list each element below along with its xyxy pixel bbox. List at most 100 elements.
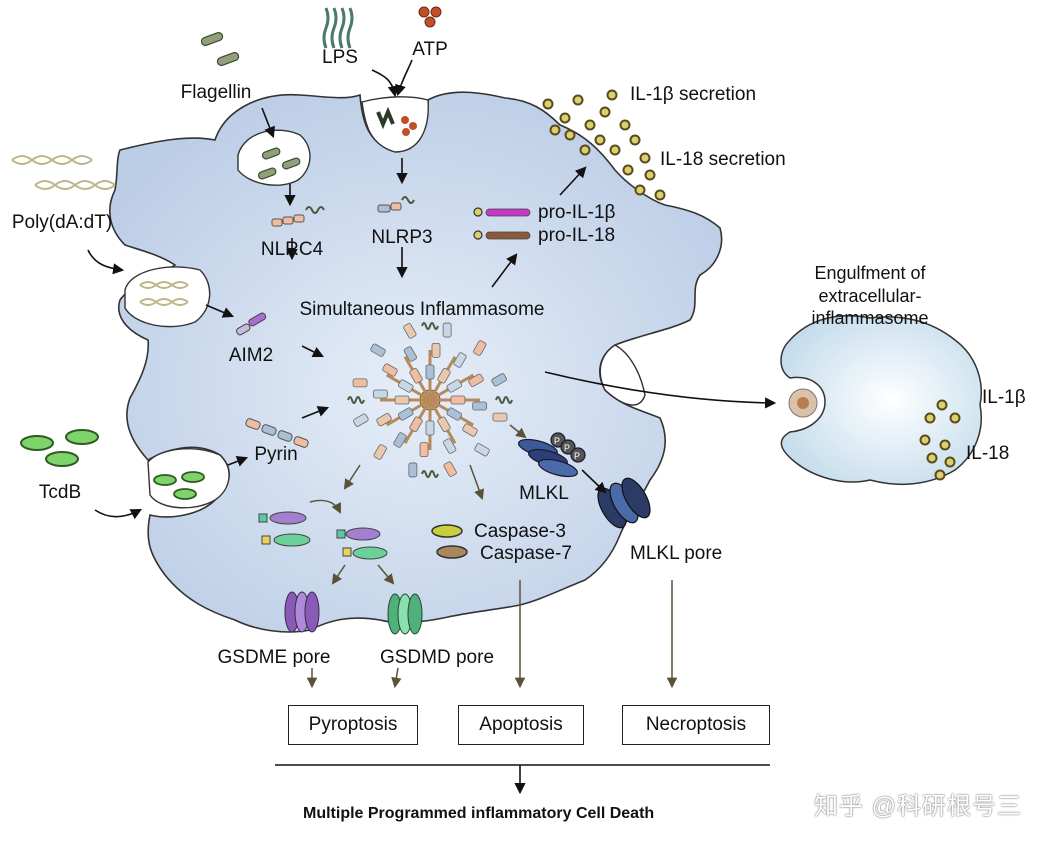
mlkl-phospho-label-3: P (574, 451, 580, 461)
engulfed-inflammasome (788, 388, 818, 418)
cytokine-bead (949, 412, 961, 424)
cytokine-bead (926, 452, 938, 464)
inflammasome-complex (347, 322, 513, 478)
inflammasome-subunit (393, 432, 407, 448)
secreted-cytokine-beads (542, 89, 961, 481)
label-atp: ATP (412, 39, 448, 60)
cytokine-bead (606, 89, 618, 101)
final-outcome-label: Multiple Programmed inflammatory Cell De… (303, 805, 655, 822)
inflammasome-subunit (468, 373, 484, 387)
cytokine-bead (629, 134, 641, 146)
inflammasome-subunit (425, 364, 435, 380)
inflammasome-subunit (398, 407, 414, 421)
cytokine-bead (619, 119, 631, 131)
mlkl-phospho-label-1: P (554, 436, 560, 446)
label-simultaneous-inflammasome: Simultaneous Inflammasome (299, 299, 545, 320)
pro-il18-glyph (473, 230, 531, 240)
inflammasome-subunit (408, 462, 418, 478)
gsdmd-pore-glyph (387, 593, 423, 635)
label-flagellin: Flagellin (180, 82, 252, 103)
cytokine-bead (572, 94, 584, 106)
black-arrows (87, 59, 777, 795)
mlkl-phospho-label-2: P (564, 443, 570, 453)
label-pro-il18: pro-IL-18 (538, 225, 616, 246)
cytokine-bead (564, 129, 576, 141)
lps-internal (376, 106, 417, 136)
engulfment-title: Engulfment of extracellular- inflammasom… (781, 262, 959, 330)
cytokine-bead (939, 439, 951, 451)
mlkl-pore-glyph (597, 477, 651, 529)
cytokine-bead (594, 134, 606, 146)
cytokine-bead (644, 169, 656, 181)
tcdb-internal (153, 471, 205, 500)
inflammasome-subunit (376, 413, 392, 427)
inflammasome-subunit (446, 379, 462, 393)
cytokine-bead (919, 434, 931, 446)
label-gsdmd-pore: GSDMD pore (379, 647, 495, 668)
label-aim2: AIM2 (228, 345, 274, 366)
inflammasome-subunit (382, 363, 398, 377)
lps-glyph (322, 7, 354, 49)
label-gsdme-pore: GSDME pore (217, 647, 331, 668)
inflammasome-subunit (437, 368, 451, 384)
inflammasome-subunit (492, 412, 508, 422)
inflammasome-subunit (462, 423, 478, 437)
cytokine-bead (936, 399, 948, 411)
cytokine-bead (579, 144, 591, 156)
label-tcdb: TcdB (38, 482, 82, 503)
nlrp3-glyph (377, 196, 415, 213)
cytokine-bead (934, 469, 946, 481)
inflammasome-subunit (403, 346, 417, 362)
label-nlrc4: NLRC4 (260, 239, 324, 260)
inflammasome-subunit (370, 343, 386, 357)
caspase-glyphs (431, 524, 468, 559)
cytokine-bead (622, 164, 634, 176)
inflammasome-coil (495, 396, 513, 404)
inflammasome-subunit (446, 407, 462, 421)
cytokine-bead (559, 112, 571, 124)
inflammasome-subunit (353, 413, 369, 427)
inflammasome-subunit (443, 438, 457, 454)
cytokine-bead (549, 124, 561, 136)
inflammasome-subunit (398, 379, 414, 393)
inflammasome-subunit (352, 378, 368, 388)
label-nlrp3: NLRP3 (371, 227, 433, 248)
label-il1b-secretion: IL-1β secretion (630, 84, 757, 105)
flagellin-internal (257, 147, 301, 180)
inflammasome-subunit (442, 322, 452, 338)
inflammasome-subunit (450, 395, 466, 405)
inflammasome-subunit (431, 342, 441, 358)
cytokine-bead (542, 98, 554, 110)
inflammasome-subunit (373, 444, 387, 460)
label-il18-secretion: IL-18 secretion (660, 149, 786, 170)
inflammasome-subunit (372, 389, 388, 399)
outcome-apoptosis: Apoptosis (458, 705, 584, 745)
cytokine-bead (944, 456, 956, 468)
inflammasome-subunit (425, 420, 435, 436)
label-mlkl-pore: MLKL pore (630, 543, 723, 564)
inflammasome-subunit (409, 416, 423, 432)
label-lps: LPS (322, 47, 358, 68)
label-poly-dadt: Poly(dA:dT) (11, 212, 113, 233)
watermark: 知乎 @科研根号三 (813, 793, 1022, 820)
cytokine-bead (924, 412, 936, 424)
inflammasome-subunit (394, 395, 410, 405)
inflammasome-subunit (473, 340, 487, 356)
gsdm-fragments (258, 511, 388, 560)
cytokine-bead (634, 184, 646, 196)
cytokine-bead (599, 106, 611, 118)
inflammasome-subunit (453, 352, 467, 368)
engulfing-cell (780, 315, 982, 486)
inflammasome-subunit (491, 373, 507, 387)
label-pyrin: Pyrin (254, 444, 298, 465)
engulfment-title-line2: inflammasome (811, 308, 929, 328)
cytokine-bead (584, 119, 596, 131)
gsdme-pore-glyph (284, 591, 320, 633)
inflammasome-subunit (409, 368, 423, 384)
atp-glyph (418, 6, 442, 28)
outcome-pyroptosis: Pyroptosis (288, 705, 418, 745)
inflammasome-coil (421, 470, 439, 478)
cytokine-bead (654, 189, 666, 201)
